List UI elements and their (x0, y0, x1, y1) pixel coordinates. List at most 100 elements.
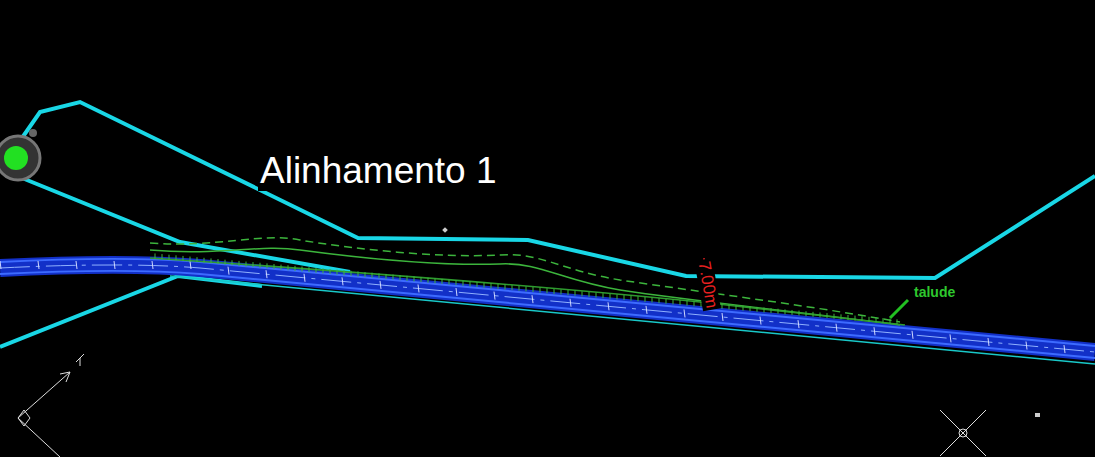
station-tick (418, 284, 419, 292)
hatch-tick (253, 262, 254, 267)
hatch-tick (540, 288, 541, 293)
station-tick (1026, 342, 1027, 350)
hatch-tick (239, 261, 240, 266)
road-axis (0, 265, 1095, 352)
hatch-tick (610, 294, 611, 299)
station-tick (494, 292, 495, 300)
station-tick (950, 334, 951, 342)
hatch-tick (470, 281, 471, 286)
hatch-tick (869, 317, 870, 322)
hatch-tick (806, 311, 807, 316)
hatch-tick (246, 262, 247, 267)
hatch-tick (533, 287, 534, 292)
hatch-tick (435, 278, 436, 283)
station-tick (912, 331, 913, 339)
hatch-tick (862, 316, 863, 321)
hatch-tick (659, 298, 660, 303)
hatch-tick (169, 255, 170, 260)
hatch-tick (211, 258, 212, 263)
hatch-tick (309, 267, 310, 272)
slope-hatch (155, 253, 897, 324)
hatch-tick (288, 265, 289, 270)
leader-line (890, 300, 908, 318)
hatch-tick (589, 292, 590, 297)
hatch-tick (519, 286, 520, 291)
hatch-tick (764, 307, 765, 312)
road-edge (0, 271, 1095, 358)
road-band (0, 265, 1095, 352)
station-tick (1064, 345, 1065, 353)
hatch-tick (596, 293, 597, 298)
hatch-tick (582, 291, 583, 296)
hatch-tick (274, 264, 275, 269)
hatch-tick (372, 273, 373, 278)
station-tick (988, 338, 989, 346)
point-symbol (29, 129, 37, 137)
hatch-tick (603, 293, 604, 298)
hatch-tick (876, 317, 877, 322)
hatch-tick (617, 294, 618, 299)
hatch-tick (281, 265, 282, 270)
slope-crest (150, 238, 900, 322)
station-tick (532, 295, 533, 303)
hatch-tick (232, 260, 233, 265)
hatch-tick (624, 295, 625, 300)
hatch-tick (568, 290, 569, 295)
hatch-tick (526, 286, 527, 291)
hatch-tick (393, 275, 394, 280)
hatch-tick (456, 280, 457, 285)
hatch-tick (414, 276, 415, 281)
hatch-tick (463, 281, 464, 286)
station-tick (684, 309, 685, 317)
hatch-tick (183, 256, 184, 261)
hatch-tick (491, 283, 492, 288)
hatch-tick (197, 257, 198, 262)
road-edge (170, 276, 1095, 364)
hatch-tick (638, 296, 639, 301)
hatch-tick (260, 263, 261, 268)
station-tick (722, 313, 723, 321)
hatch-tick (344, 270, 345, 275)
hatch-tick (365, 272, 366, 277)
hatch-tick (512, 285, 513, 290)
hatch-tick (162, 254, 163, 259)
hatch-tick (645, 297, 646, 302)
hatch-tick (813, 312, 814, 317)
station-tick (342, 277, 343, 285)
hatch-tick (757, 307, 758, 312)
station-ticks (0, 261, 1065, 353)
station-tick (304, 274, 305, 282)
station-tick (760, 317, 761, 325)
hatch-tick (820, 312, 821, 317)
hatch-tick (351, 271, 352, 276)
hatch-tick (337, 270, 338, 275)
hatch-tick (841, 314, 842, 319)
point-symbol (4, 146, 28, 170)
hatch-tick (554, 289, 555, 294)
station-tick (836, 324, 837, 332)
hatch-tick (743, 306, 744, 311)
hatch-tick (484, 283, 485, 288)
station-tick (646, 306, 647, 314)
hatch-tick (421, 277, 422, 282)
hatch-tick (407, 276, 408, 281)
hatch-tick (561, 289, 562, 294)
hatch-tick (323, 268, 324, 273)
station-tick (874, 327, 875, 335)
station-tick (114, 261, 115, 269)
hatch-tick (295, 266, 296, 271)
hatch-tick (330, 269, 331, 274)
ucs-icon (18, 354, 84, 457)
dimension-text: 7.00m (694, 258, 720, 312)
hatch-tick (386, 274, 387, 279)
slope-label: talude (912, 285, 957, 300)
hatch-tick (302, 266, 303, 271)
hatch-tick (778, 309, 779, 314)
station-tick (38, 261, 39, 269)
slope-toe (150, 258, 905, 325)
hatch-tick (890, 319, 891, 324)
hatch-tick (477, 282, 478, 287)
hatch-tick (379, 273, 380, 278)
hatch-tick (666, 299, 667, 304)
